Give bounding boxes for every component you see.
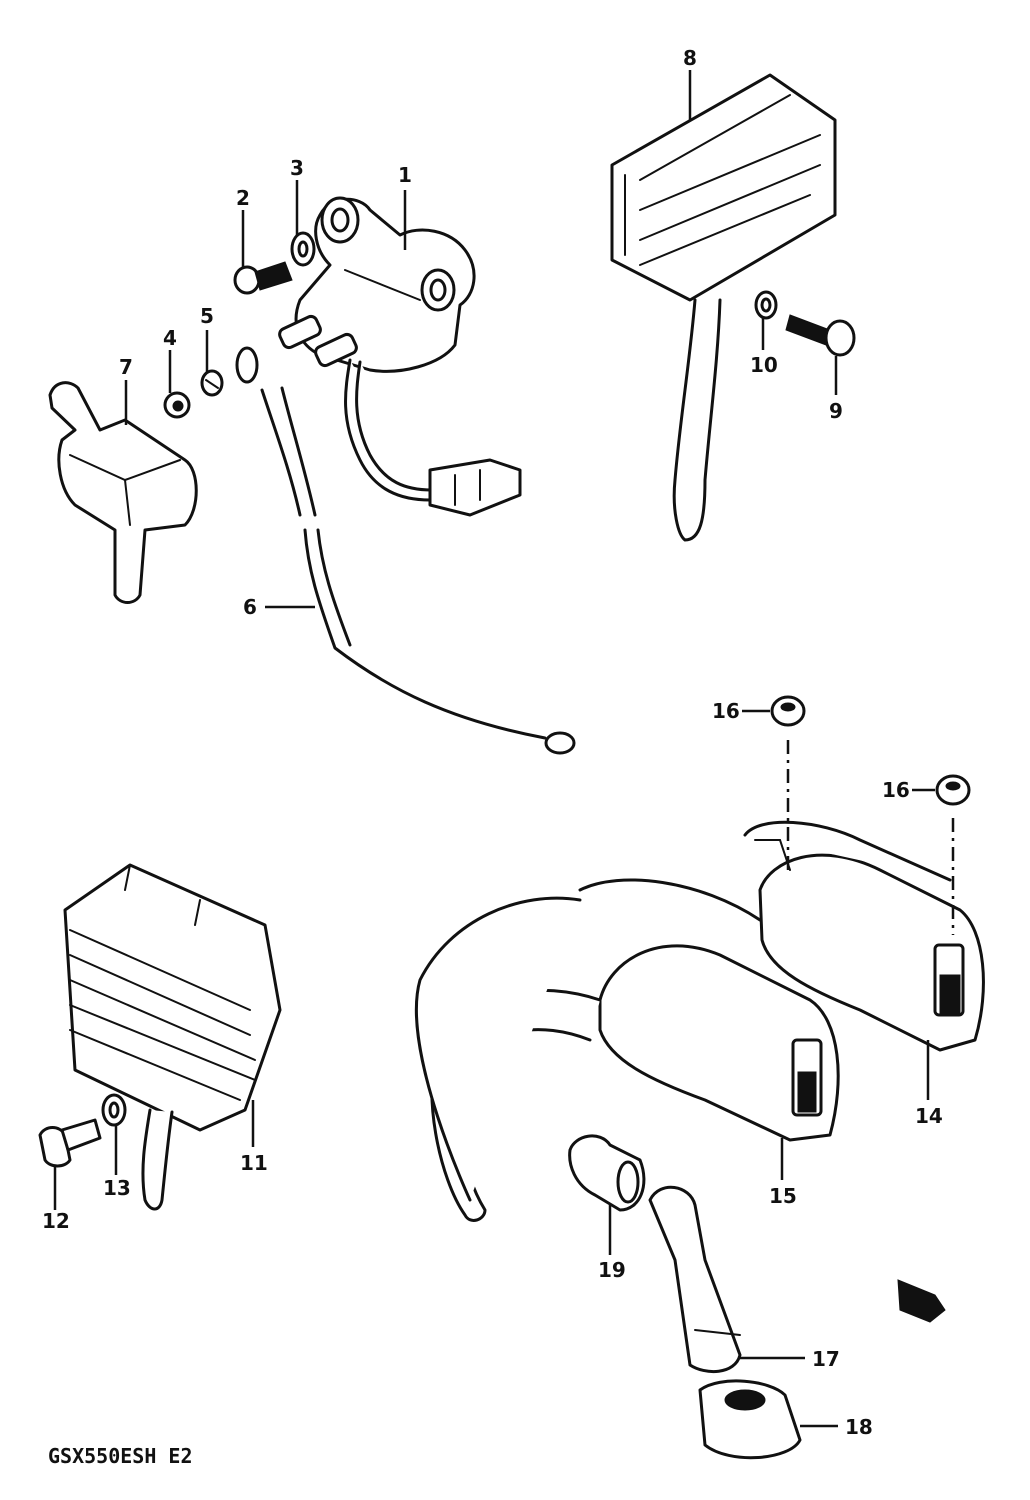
ground-lead-6[interactable] [235,346,576,755]
screw-2[interactable] [233,261,293,295]
callout-16b: 16 [882,778,935,802]
callout-9: 9 [829,356,843,423]
svg-text:8: 8 [683,46,697,70]
svg-text:17: 17 [812,1347,840,1371]
svg-text:16: 16 [712,699,740,723]
callout-11: 11 [240,1100,268,1175]
callout-4: 4 [163,326,177,393]
nut-16a[interactable] [770,695,806,727]
svg-text:4: 4 [163,326,177,350]
nut-4[interactable] [163,391,191,419]
svg-text:10: 10 [750,353,778,377]
callout-13: 13 [103,1126,131,1200]
washer-3[interactable] [290,231,316,267]
boot-18[interactable] [698,1379,802,1460]
igniter-unit-8[interactable] [610,73,837,542]
callout-8: 8 [683,46,697,120]
callout-5: 5 [200,304,214,372]
svg-text:9: 9 [829,399,843,423]
svg-text:11: 11 [240,1151,268,1175]
svg-text:14: 14 [915,1104,943,1128]
callout-6: 6 [243,595,315,619]
svg-text:5: 5 [200,304,214,328]
callout-19: 19 [598,1205,626,1282]
callout-15: 15 [769,1138,797,1208]
lock-washer-5[interactable] [200,369,224,397]
callout-2: 2 [236,186,250,268]
svg-text:6: 6 [243,595,257,619]
model-code-label: GSX550ESH E2 [48,1444,193,1468]
starter-relay[interactable] [278,196,522,517]
callout-17: 17 [740,1347,840,1371]
nut-16b[interactable] [935,774,971,806]
callout-7: 7 [119,355,133,425]
ignition-coil-15[interactable] [414,878,840,1222]
cover-7[interactable] [48,381,198,604]
washer-10[interactable] [754,290,778,320]
cord-seal-19[interactable] [568,1134,646,1212]
rectifier-11[interactable] [63,863,282,1211]
callout-18: 18 [800,1415,873,1439]
front-arrow-icon [897,1279,946,1323]
svg-text:15: 15 [769,1184,797,1208]
svg-text:16: 16 [882,778,910,802]
ignition-coil-14[interactable] [743,820,985,1052]
bolt-12[interactable] [38,1118,102,1168]
screw-9[interactable] [785,314,856,357]
svg-text:3: 3 [290,156,304,180]
callout-12: 12 [42,1165,70,1233]
svg-text:12: 12 [42,1209,70,1233]
callout-3: 3 [290,156,304,235]
svg-text:19: 19 [598,1258,626,1282]
svg-text:2: 2 [236,186,250,210]
svg-text:18: 18 [845,1415,873,1439]
callout-1: 1 [398,163,412,250]
callout-16a: 16 [712,699,770,723]
callout-10: 10 [750,318,778,377]
callout-14: 14 [915,1040,943,1128]
svg-text:7: 7 [119,355,133,379]
svg-text:13: 13 [103,1176,131,1200]
plug-cap-17[interactable] [648,1185,742,1374]
svg-text:1: 1 [398,163,412,187]
washer-13[interactable] [101,1093,127,1127]
